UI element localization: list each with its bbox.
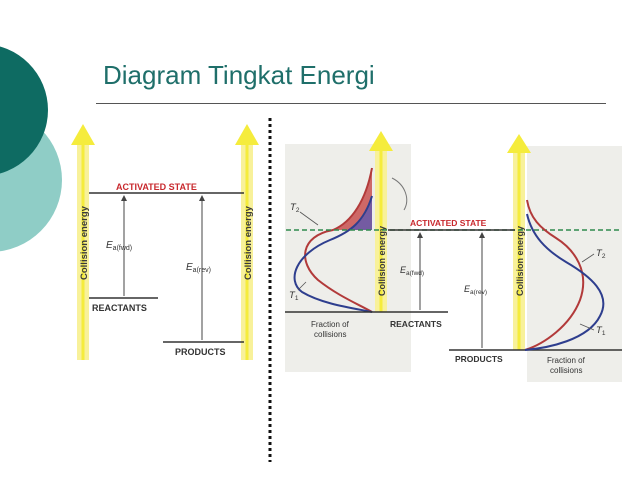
slide-title: Diagram Tingkat Energi bbox=[103, 60, 375, 90]
t1-label-right: T1 bbox=[596, 325, 606, 337]
curve-t2-right bbox=[524, 199, 585, 351]
t1-shaded-area bbox=[348, 196, 372, 230]
left-axis-label-2: Collision energy bbox=[243, 205, 254, 280]
fraction-label-right-1: Fraction of bbox=[547, 356, 586, 365]
title-underline bbox=[96, 103, 606, 104]
fraction-label-left-2: collisions bbox=[314, 330, 346, 339]
right-panel-bg-2 bbox=[527, 146, 622, 382]
right-energy-diagram: Collision energy Collision energy T2 T1 … bbox=[285, 131, 622, 382]
left-ea-fwd-label: Ea(fwd) bbox=[106, 240, 132, 252]
left-axis-arrow bbox=[71, 124, 95, 360]
curve-t1-left bbox=[293, 195, 373, 313]
left-reactants-label: REACTANTS bbox=[92, 303, 147, 313]
right-ea-rev-label: Ea(rev) bbox=[464, 284, 487, 296]
right-activated-label: ACTIVATED STATE bbox=[410, 218, 487, 228]
right-axis-label-1: Collision energy bbox=[377, 226, 387, 296]
curve-t1-right bbox=[524, 213, 605, 351]
left-ea-rev-label: Ea(rev) bbox=[186, 262, 211, 274]
left-products-label: PRODUCTS bbox=[175, 347, 226, 357]
right-axis-label-2: Collision energy bbox=[515, 226, 525, 296]
right-ea-fwd-label: Ea(fwd) bbox=[400, 265, 424, 277]
right-reactants-label: REACTANTS bbox=[390, 319, 442, 329]
t2-pointer-right bbox=[581, 253, 595, 263]
right-axis-arrow-1 bbox=[369, 131, 393, 312]
left-axis-arrow-2 bbox=[235, 124, 259, 360]
fraction-label-right-2: collisions bbox=[550, 366, 582, 375]
t2-shaded-area bbox=[333, 168, 372, 230]
t2-label-right: T2 bbox=[596, 248, 606, 260]
right-products-label: PRODUCTS bbox=[455, 354, 503, 364]
right-axis-arrow-2 bbox=[507, 134, 531, 350]
left-activated-label: ACTIVATED STATE bbox=[116, 182, 197, 192]
left-energy-diagram: Collision energy Collision energy ACTIVA… bbox=[71, 124, 259, 360]
decor-circle-dark bbox=[0, 46, 48, 174]
t1-pointer-right bbox=[579, 323, 595, 331]
shade-arc bbox=[391, 177, 408, 211]
t1-label-left: T1 bbox=[289, 290, 299, 302]
t1-pointer-left bbox=[297, 281, 307, 291]
curve-t2-left bbox=[304, 167, 373, 313]
t2-pointer-left bbox=[299, 211, 319, 226]
fraction-label-left-1: Fraction of bbox=[311, 320, 350, 329]
t2-label-left: T2 bbox=[290, 202, 300, 214]
left-axis-label: Collision energy bbox=[79, 205, 90, 280]
